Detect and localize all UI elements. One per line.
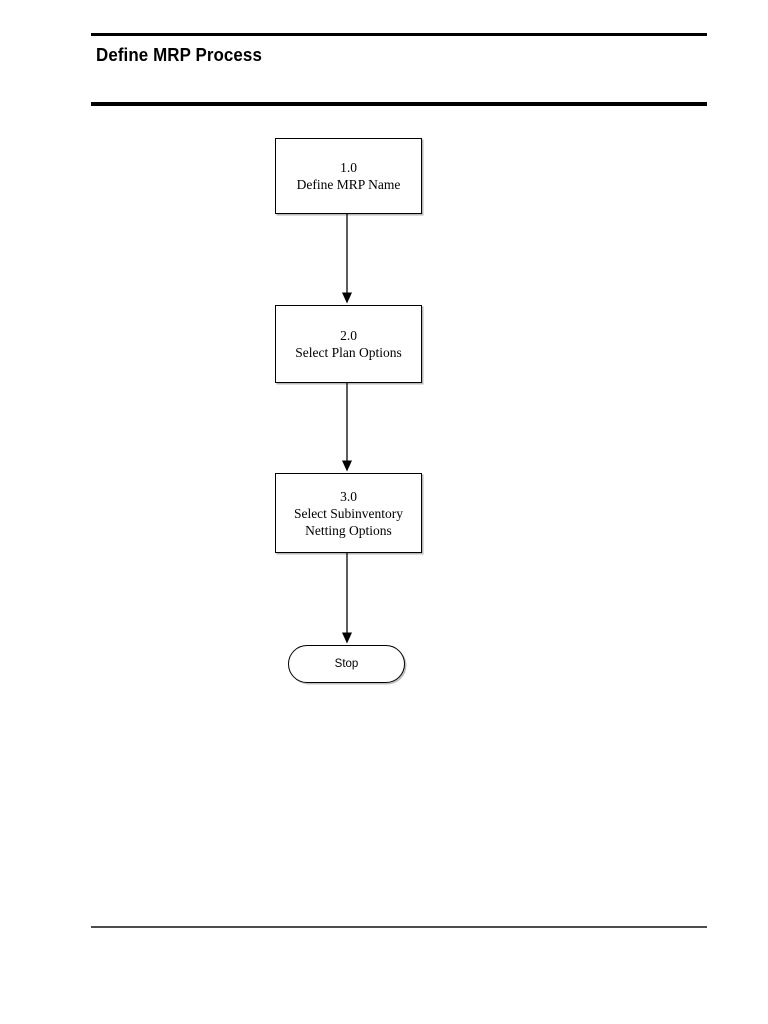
flowchart-node-define-mrp-name[interactable]: 1.0 Define MRP Name bbox=[275, 138, 422, 214]
node-id: 1.0 bbox=[340, 160, 357, 175]
node-id: 2.0 bbox=[340, 328, 357, 343]
node-label: Define MRP Name bbox=[296, 177, 401, 192]
node-label: Select Subinventory Netting Options bbox=[293, 505, 404, 538]
header-rule-bottom bbox=[91, 102, 707, 106]
flowchart-node-select-plan-options[interactable]: 2.0 Select Plan Options bbox=[275, 305, 422, 383]
node-id: 3.0 bbox=[340, 488, 357, 504]
header-rule-top bbox=[91, 33, 707, 36]
page-title: Define MRP Process bbox=[96, 45, 262, 65]
node-label: Select Plan Options bbox=[295, 345, 402, 360]
flowchart-node-select-subinventory-netting-options[interactable]: 3.0 Select Subinventory Netting Options bbox=[275, 473, 422, 553]
footer-rule bbox=[91, 926, 707, 928]
flowchart-node-stop[interactable]: Stop bbox=[288, 645, 405, 683]
node-label: Stop bbox=[334, 658, 359, 670]
